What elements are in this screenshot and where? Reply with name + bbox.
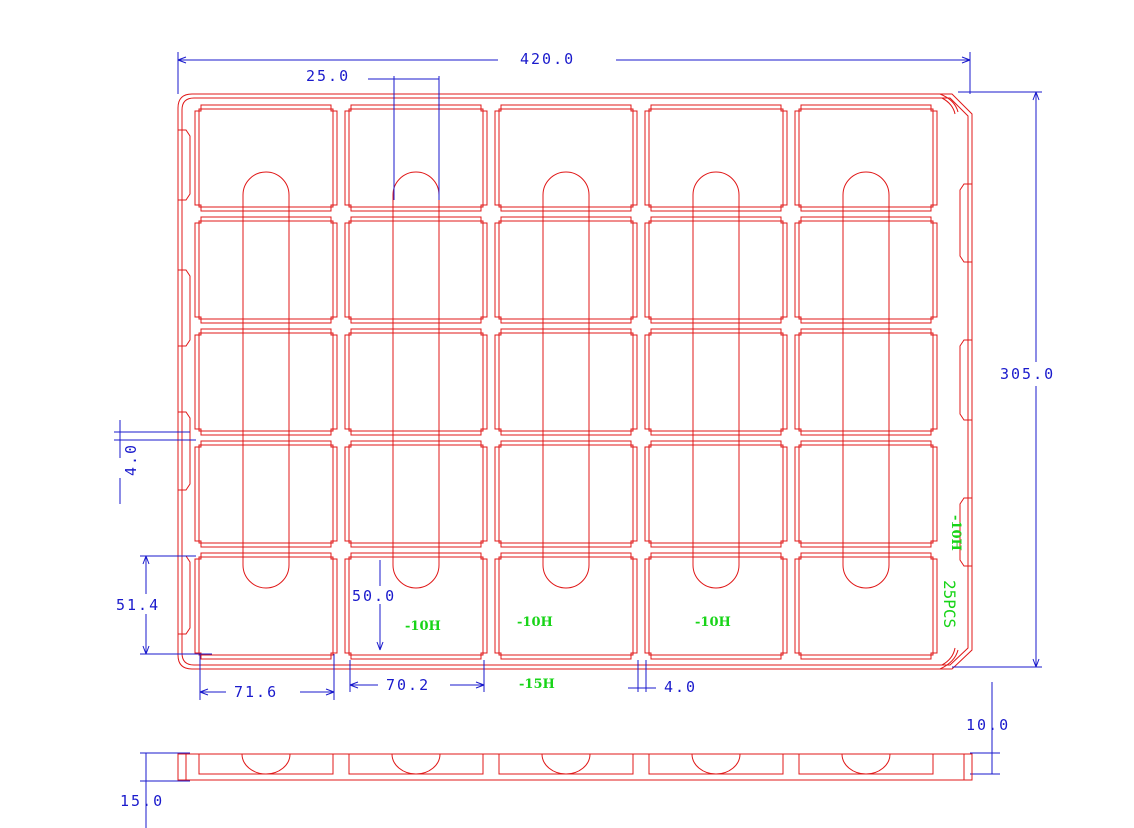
side-pocket — [198, 754, 334, 775]
dim-overall-width: 420.0 — [520, 50, 575, 68]
tray-side-view — [177, 753, 973, 781]
pocket — [494, 216, 638, 324]
pocket — [344, 104, 488, 212]
tray-top-view — [177, 93, 973, 670]
side-slot — [841, 753, 891, 775]
pocket — [794, 216, 938, 324]
note-quantity: 25PCS — [940, 580, 959, 628]
left-notches — [178, 129, 191, 635]
dim-tray-height: 15.0 — [120, 792, 164, 810]
pocket — [344, 552, 488, 660]
pocket — [194, 440, 338, 548]
side-slot — [541, 753, 591, 775]
dim-pocket-height: 51.4 — [116, 596, 160, 614]
pocket — [794, 104, 938, 212]
pocket — [494, 328, 638, 436]
pocket — [494, 440, 638, 548]
dim-slot-width: 25.0 — [306, 67, 350, 85]
tray-inner-outline — [181, 97, 969, 666]
pocket — [494, 104, 638, 212]
dim-edge-gap: 4.0 — [122, 443, 140, 476]
dim-overall-height: 305.0 — [1000, 365, 1055, 383]
pocket — [794, 440, 938, 548]
pocket — [194, 552, 338, 660]
finger-slot — [392, 171, 440, 589]
side-slot — [391, 753, 441, 775]
pocket — [194, 216, 338, 324]
corner-chamfer-top — [939, 93, 959, 115]
pocket — [794, 328, 938, 436]
pocket — [644, 104, 788, 212]
side-pocket — [798, 754, 934, 775]
side-slot — [691, 753, 741, 775]
pocket — [644, 552, 788, 660]
note-depth-4: -15H — [519, 677, 555, 692]
finger-slots — [242, 171, 890, 589]
pocket — [344, 328, 488, 436]
finger-slot — [542, 171, 590, 589]
note-depth-side: -10H — [948, 515, 963, 551]
pocket-grid — [194, 104, 938, 660]
side-pocket — [348, 754, 484, 775]
pocket — [344, 216, 488, 324]
dim-inner-pocket-height: 50.0 — [352, 587, 396, 605]
dim-pocket-gap: 4.0 — [664, 678, 697, 696]
side-pocket — [648, 754, 784, 775]
note-depth-2: -10H — [517, 615, 553, 630]
note-depth-3: -10H — [695, 615, 731, 630]
pocket — [644, 216, 788, 324]
finger-slot — [692, 171, 740, 589]
finger-slot — [842, 171, 890, 589]
pocket — [644, 440, 788, 548]
pocket — [194, 328, 338, 436]
dimension-lines — [114, 52, 1042, 828]
corner-chamfer-bottom — [939, 647, 959, 670]
right-notches — [959, 183, 972, 567]
dim-flange-height: 10.0 — [966, 716, 1010, 734]
dim-pocket-width: 71.6 — [234, 683, 278, 701]
pocket — [344, 440, 488, 548]
tray-outer-outline — [177, 93, 973, 670]
pocket — [644, 328, 788, 436]
note-depth-1: -10H — [405, 619, 441, 634]
pocket — [494, 552, 638, 660]
pocket — [794, 552, 938, 660]
finger-slot — [242, 171, 290, 589]
side-pocket — [498, 754, 634, 775]
dim-inner-pocket-width: 70.2 — [386, 676, 430, 694]
side-slot — [241, 753, 291, 775]
pocket — [194, 104, 338, 212]
